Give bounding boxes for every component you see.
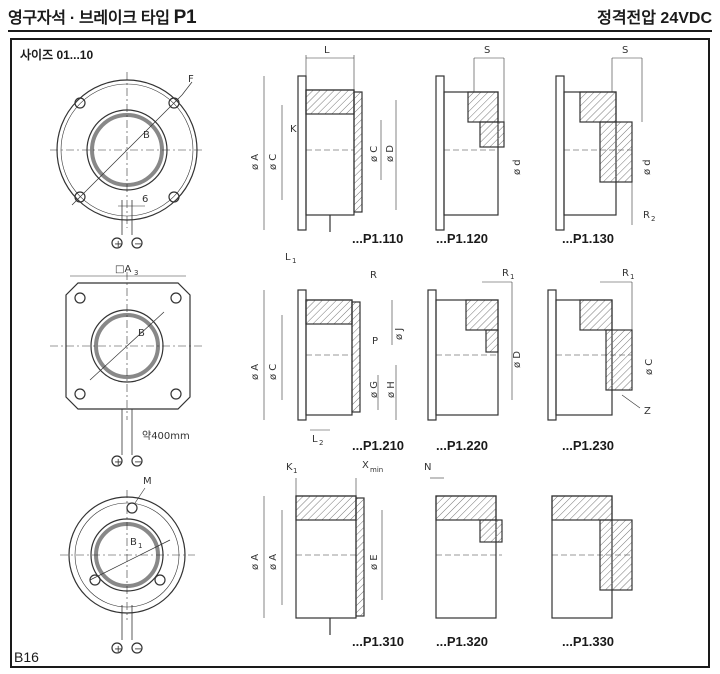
dim-L2-sub: 2 — [319, 439, 323, 447]
caption-p1130: ...P1.130 — [562, 231, 615, 246]
header-rule — [8, 30, 712, 32]
dim-Xmin-sub: min — [370, 466, 383, 474]
dim-phiC2: ø C — [268, 364, 279, 380]
dim-phiC3: ø C — [268, 154, 279, 170]
caption-p1110: ...P1.110 — [352, 231, 404, 246]
dim-K: K — [290, 124, 297, 135]
minus-terminal: − — [134, 239, 142, 250]
dim-P: P — [372, 336, 378, 347]
section-p1120 — [435, 57, 505, 231]
dim-phiJ: ø J — [394, 328, 405, 340]
dim-K1: K — [286, 462, 293, 473]
front-view-hub — [60, 487, 195, 654]
dim-N: N — [424, 462, 431, 473]
section-p1320 — [430, 477, 503, 619]
caption-p1330: ...P1.330 — [562, 634, 615, 649]
caption-p1120: ...P1.120 — [436, 231, 489, 246]
drawing-frame — [10, 38, 710, 668]
plus-terminal-2: + — [114, 457, 122, 468]
plus-terminal: + — [114, 239, 122, 250]
caption-p1220: ...P1.220 — [436, 438, 489, 453]
title-text: 영구자석 · 브레이크 타입 — [8, 9, 170, 27]
dim-L1: L — [285, 252, 291, 263]
dim-phiD-2: ø D — [512, 351, 523, 368]
dim-Z: Z — [644, 406, 651, 417]
section-p1210 — [263, 289, 397, 431]
dim-R2-sub: 2 — [651, 215, 655, 223]
lead-length: 약400mm — [142, 430, 190, 442]
dim-L1-sub: 1 — [292, 257, 296, 265]
section-p1110 — [263, 55, 397, 232]
dim-phiA: ø A — [250, 154, 261, 170]
voltage-rating: 정격전압 24VDC — [597, 10, 712, 27]
model-name: P1 — [173, 6, 197, 28]
size-label: 사이즈 01...10 — [20, 48, 94, 62]
caption-p1310: ...P1.310 — [352, 634, 405, 649]
minus-terminal-2: − — [134, 457, 142, 468]
section-p1220 — [427, 281, 513, 421]
dim-R1-2-sub: 1 — [630, 273, 634, 281]
dim-phiD: ø D — [385, 145, 396, 162]
dim-R2: R — [643, 210, 650, 221]
dim-B: B — [143, 130, 150, 141]
dim-phiG: ø G — [369, 381, 380, 398]
dim-phiA1: ø A — [250, 554, 261, 570]
plus-terminal-3: + — [114, 644, 122, 655]
dim-L: L — [324, 45, 330, 56]
dim-R1-2: R — [622, 268, 629, 279]
dim-6: 6 — [142, 194, 148, 205]
front-view-square — [50, 272, 205, 467]
caption-p1230: ...P1.230 — [562, 438, 615, 453]
dim-S-2: S — [622, 45, 628, 56]
front-view-round — [50, 72, 205, 249]
dim-B1: B — [130, 537, 137, 548]
dim-phid20: ø d — [512, 159, 523, 175]
dim-Xmin: X — [362, 460, 369, 471]
section-p1330 — [551, 495, 633, 619]
dim-phiH: ø H — [386, 381, 397, 398]
dim-R: R — [370, 270, 377, 281]
dim-phiA-2: ø A — [250, 364, 261, 380]
caption-p1320: ...P1.320 — [436, 634, 489, 649]
dim-R1: R — [502, 268, 509, 279]
dim-B-square: B — [138, 328, 145, 339]
dim-S: S — [484, 45, 490, 56]
dim-phiC1: ø C — [644, 359, 655, 375]
dim-phiE: ø E — [369, 554, 380, 570]
dim-B1-sub: 1 — [138, 542, 142, 550]
section-p1230 — [547, 281, 641, 421]
caption-p1210: ...P1.210 — [352, 438, 405, 453]
dim-phiC: ø C — [369, 146, 380, 162]
dim-K1-sub: 1 — [293, 467, 297, 475]
minus-terminal-3: − — [134, 644, 142, 655]
dim-phid30: ø d — [642, 159, 653, 175]
section-p1130 — [555, 57, 643, 231]
dim-M: M — [143, 476, 152, 487]
dim-A3-sub: 3 — [134, 269, 138, 277]
dim-A3: □A — [115, 264, 131, 275]
dim-R1-sub: 1 — [510, 273, 514, 281]
page-code: B16 — [14, 649, 39, 665]
section-p1310 — [263, 478, 383, 635]
dim-phiA2: ø A — [268, 554, 279, 570]
dim-F: F — [188, 74, 194, 85]
dim-L2: L — [312, 434, 318, 445]
